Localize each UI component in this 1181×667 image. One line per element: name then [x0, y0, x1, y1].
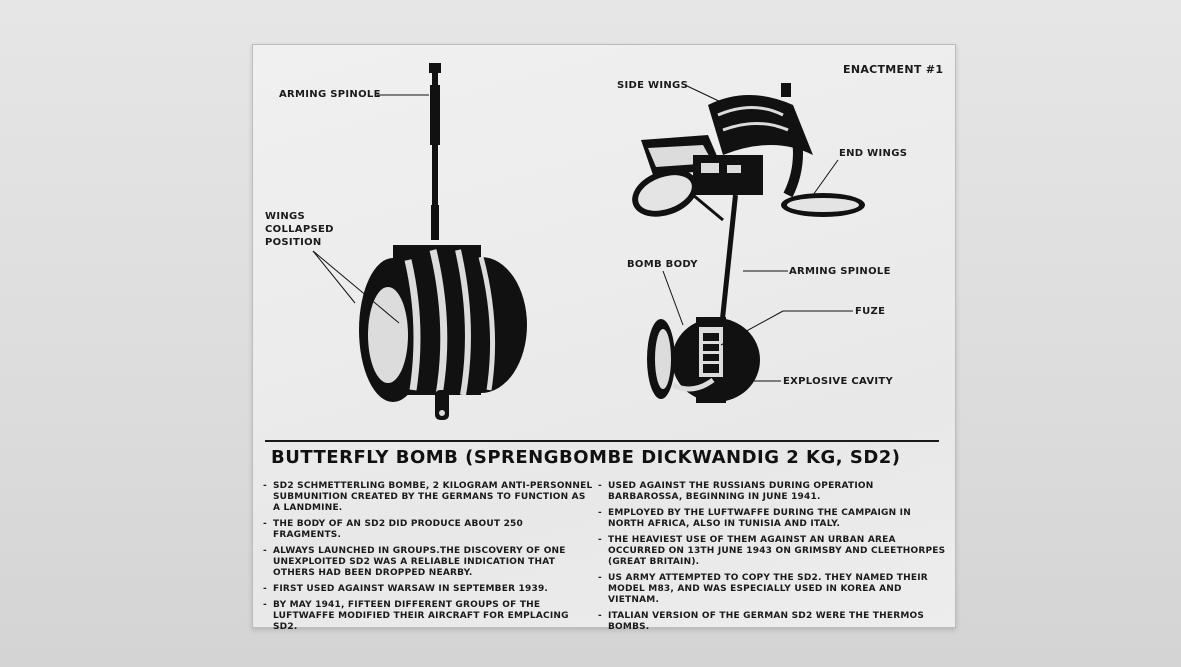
label-fuze: FUZE — [855, 306, 886, 317]
label-wings: WINGS — [265, 211, 306, 222]
fact-item: THE HEAVIEST USE OF THEM AGAINST AN URBA… — [598, 535, 948, 568]
fact-item: THE BODY OF AN SD2 DID PRODUCE ABOUT 250… — [263, 519, 593, 541]
fact-item: ALWAYS LAUNCHED IN GROUPS.THE DISCOVERY … — [263, 546, 593, 579]
left-bomb-drawing — [359, 63, 527, 420]
fact-item: FIRST USED AGAINST WARSAW IN SEPTEMBER 1… — [263, 584, 593, 595]
plaque-title: BUTTERFLY BOMB (SPRENGBOMBE DICKWANDIG 2… — [271, 447, 901, 468]
facts-left-column: SD2 SCHMETTERLING BOMBE, 2 KILOGRAM ANTI… — [263, 481, 593, 638]
fact-item: EMPLOYED BY THE LUFTWAFFE DURING THE CAM… — [598, 508, 948, 530]
fact-item: SD2 SCHMETTERLING BOMBE, 2 KILOGRAM ANTI… — [263, 481, 593, 514]
enactment-number: ENACTMENT #1 — [843, 63, 944, 76]
fact-item: BY MAY 1941, FIFTEEN DIFFERENT GROUPS OF… — [263, 600, 593, 633]
fact-item: US ARMY ATTEMPTED TO COPY THE SD2. THEY … — [598, 573, 948, 606]
bomb-illustration — [312, 63, 865, 420]
label-bomb-body: BOMB BODY — [627, 259, 698, 270]
facts-right-column: USED AGAINST THE RUSSIANS DURING OPERATI… — [598, 481, 948, 638]
right-bomb-drawing — [632, 83, 865, 403]
label-arming-spindle-left: ARMING SPINOLE — [279, 89, 381, 100]
fact-item: USED AGAINST THE RUSSIANS DURING OPERATI… — [598, 481, 948, 503]
label-end-wings: END WINGS — [839, 148, 908, 159]
label-collapsed: COLLAPSED — [265, 224, 334, 235]
museum-plaque: ARMING SPINOLE WINGS COLLAPSED POSITION … — [252, 44, 956, 632]
label-position: POSITION — [265, 237, 322, 248]
fact-item: ITALIAN VERSION OF THE GERMAN SD2 WERE T… — [598, 611, 948, 633]
label-arming-spindle-right: ARMING SPINOLE — [789, 266, 891, 277]
label-explosive-cavity: EXPLOSIVE CAVITY — [783, 376, 894, 387]
label-side-wings: SIDE WINGS — [617, 80, 689, 91]
title-divider — [265, 440, 939, 442]
